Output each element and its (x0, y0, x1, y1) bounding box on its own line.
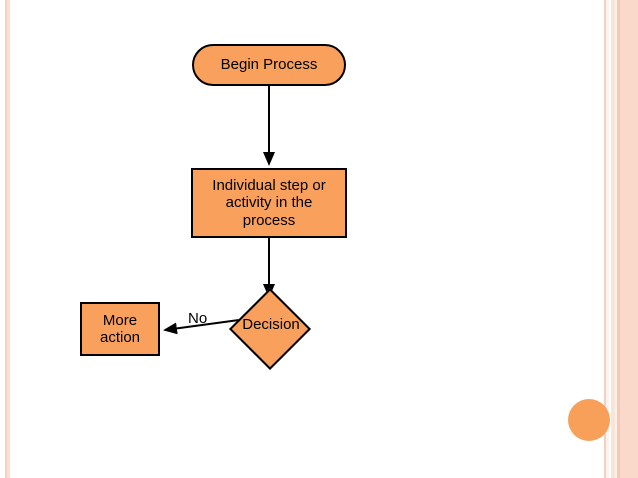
flow-node-more-action[interactable]: More action (80, 302, 160, 356)
orange-circle (568, 399, 610, 441)
flow-node-individual-step[interactable]: Individual step or activity in the proce… (191, 168, 347, 238)
right-stripe-7 (620, 0, 638, 478)
right-stripe-3 (609, 0, 611, 478)
left-edge-stripe-inner (7, 0, 10, 478)
flow-node-decision-label: Decision (242, 316, 300, 333)
edge-label-no: No (188, 310, 208, 327)
left-edge-stripe (5, 0, 7, 478)
right-stripe-2 (606, 0, 609, 478)
flow-node-begin-process[interactable]: Begin Process (192, 44, 346, 86)
right-stripe-4 (611, 0, 615, 478)
right-stripe-6 (617, 0, 620, 478)
right-stripe-5 (615, 0, 617, 478)
